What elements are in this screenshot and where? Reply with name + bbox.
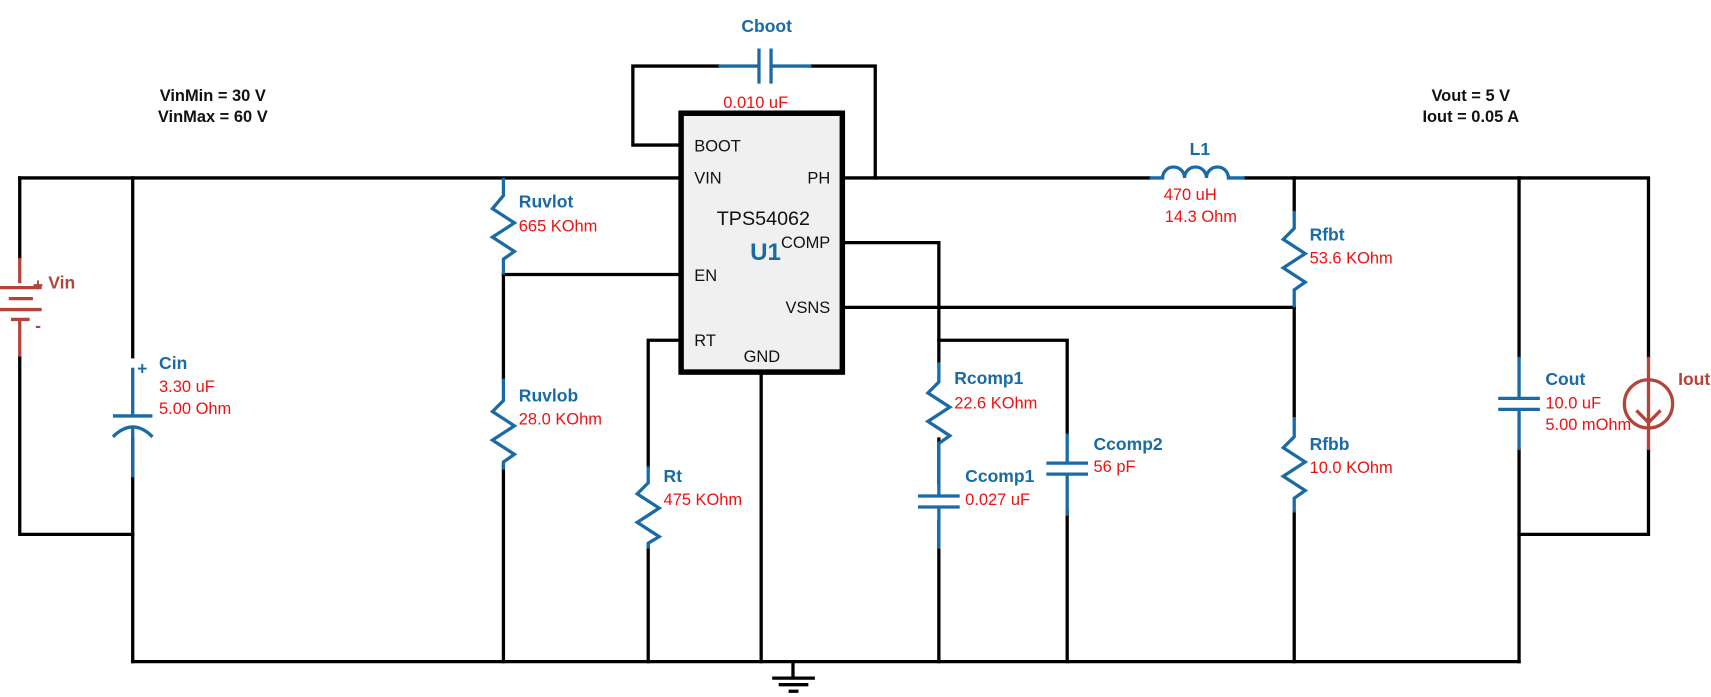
cout-name: Cout <box>1545 369 1585 389</box>
resistor-icon <box>1280 210 1309 308</box>
resistor-icon <box>924 362 953 483</box>
wire-vout-rail <box>1243 176 1651 359</box>
l1-dcr: 14.3 Ohm <box>1165 208 1237 226</box>
resistor-ruvlot[interactable]: Ruvlot 665 KOhm <box>489 177 598 275</box>
iout-name: Iout <box>1678 369 1710 389</box>
pin-ph: PH <box>807 169 830 187</box>
rcomp1-name: Rcomp1 <box>954 368 1023 388</box>
ic-part-number: TPS54062 <box>717 208 810 230</box>
resistor-icon <box>634 466 663 549</box>
resistor-ruvlob[interactable]: Ruvlob 28.0 KOhm <box>489 378 602 470</box>
resistor-rcomp1[interactable]: Rcomp1 22.6 KOhm <box>924 362 1037 483</box>
wire-vin-src-bottom <box>18 355 135 537</box>
pin-vin: VIN <box>694 169 721 187</box>
battery-icon <box>0 258 42 357</box>
cboot-value: 0.010 uF <box>723 94 788 112</box>
cin-esr: 5.00 Ohm <box>159 400 231 418</box>
ccomp2-value: 56 pF <box>1094 458 1136 476</box>
pin-vsns: VSNS <box>786 299 831 317</box>
ruvlot-name: Ruvlot <box>519 192 574 212</box>
rfbt-value: 53.6 KOhm <box>1310 249 1393 267</box>
l1-value: 470 uH <box>1164 186 1217 204</box>
resistor-icon <box>1280 417 1309 513</box>
vin-min-note: VinMin = 30 V <box>160 87 266 105</box>
ic-body[interactable] <box>678 110 846 375</box>
rfbb-value: 10.0 KOhm <box>1310 459 1393 477</box>
cout-value: 10.0 uF <box>1545 394 1601 412</box>
l1-name: L1 <box>1190 139 1211 159</box>
vin-plus: + <box>33 275 43 295</box>
pin-gnd: GND <box>744 348 781 366</box>
cin-plus: + <box>137 358 147 378</box>
rcomp1-value: 22.6 KOhm <box>954 394 1037 412</box>
current-source-icon <box>1622 356 1675 450</box>
wire-comp-ccomp2 <box>937 338 1069 436</box>
vin-max-note: VinMax = 60 V <box>158 108 268 126</box>
capacitor-cin[interactable]: + Cin 3.30 uF 5.00 Ohm <box>111 353 231 478</box>
rfbb-name: Rfbb <box>1310 434 1350 454</box>
wire-iout-return <box>1517 448 1651 537</box>
rt-name: Rt <box>664 466 683 486</box>
cout-esr: 5.00 mOhm <box>1545 416 1631 434</box>
capacitor-icon <box>1498 356 1540 450</box>
rt-value: 475 KOhm <box>664 491 743 509</box>
inductor-l1[interactable]: L1 470 uH 14.3 Ohm <box>1149 139 1245 226</box>
resistor-rt[interactable]: Rt 475 KOhm <box>634 466 743 549</box>
ic-ref: U1 <box>750 239 781 266</box>
iout-note: Iout = 0.05 A <box>1422 108 1519 126</box>
resistor-rfbb[interactable]: Rfbb 10.0 KOhm <box>1280 417 1393 513</box>
polarized-capacitor-icon <box>111 367 154 478</box>
current-source-iout[interactable]: Iout <box>1622 356 1710 450</box>
capacitor-icon <box>918 482 960 549</box>
resistor-rfbt[interactable]: Rfbt 53.6 KOhm <box>1280 210 1393 308</box>
wire-boot <box>631 64 721 147</box>
wires <box>18 64 1651 679</box>
pin-rt: RT <box>694 332 716 350</box>
ruvlot-value: 665 KOhm <box>519 218 598 236</box>
ground-icon <box>772 676 815 693</box>
voltage-source-vin[interactable]: + Vin - <box>0 258 75 357</box>
vout-note: Vout = 5 V <box>1431 87 1510 105</box>
ccomp1-name: Ccomp1 <box>965 466 1034 486</box>
resistor-icon <box>489 177 518 275</box>
pin-boot: BOOT <box>694 138 741 156</box>
capacitor-icon <box>1046 433 1089 516</box>
cboot-name: Cboot <box>741 16 792 36</box>
pin-comp: COMP <box>781 234 830 252</box>
cin-name: Cin <box>159 353 187 373</box>
ic-u1[interactable]: BOOT VIN PH TPS54062 U1 COMP EN VSNS RT … <box>678 110 846 375</box>
rfbt-name: Rfbt <box>1310 224 1345 244</box>
ccomp1-value: 0.027 uF <box>965 491 1030 509</box>
ruvlob-value: 28.0 KOhm <box>519 411 602 429</box>
ccomp2-name: Ccomp2 <box>1094 434 1163 454</box>
pin-en: EN <box>694 267 717 285</box>
capacitor-ccomp1[interactable]: Ccomp1 0.027 uF <box>918 466 1035 549</box>
wire-boot-ph <box>809 64 877 180</box>
ruvlob-name: Ruvlob <box>519 386 578 406</box>
capacitor-cboot[interactable]: Cboot 0.010 uF <box>718 16 812 112</box>
capacitor-icon <box>718 48 812 84</box>
vin-minus: - <box>35 315 41 335</box>
wire-comp <box>840 241 941 364</box>
inductor-icon <box>1149 165 1245 180</box>
wire-rt <box>646 338 682 469</box>
capacitor-ccomp2[interactable]: Ccomp2 56 pF <box>1046 433 1163 516</box>
resistor-icon <box>489 378 518 470</box>
cin-value: 3.30 uF <box>159 378 215 396</box>
vin-name: Vin <box>48 273 75 293</box>
capacitor-cout[interactable]: Cout 10.0 uF 5.00 mOhm <box>1498 356 1631 450</box>
